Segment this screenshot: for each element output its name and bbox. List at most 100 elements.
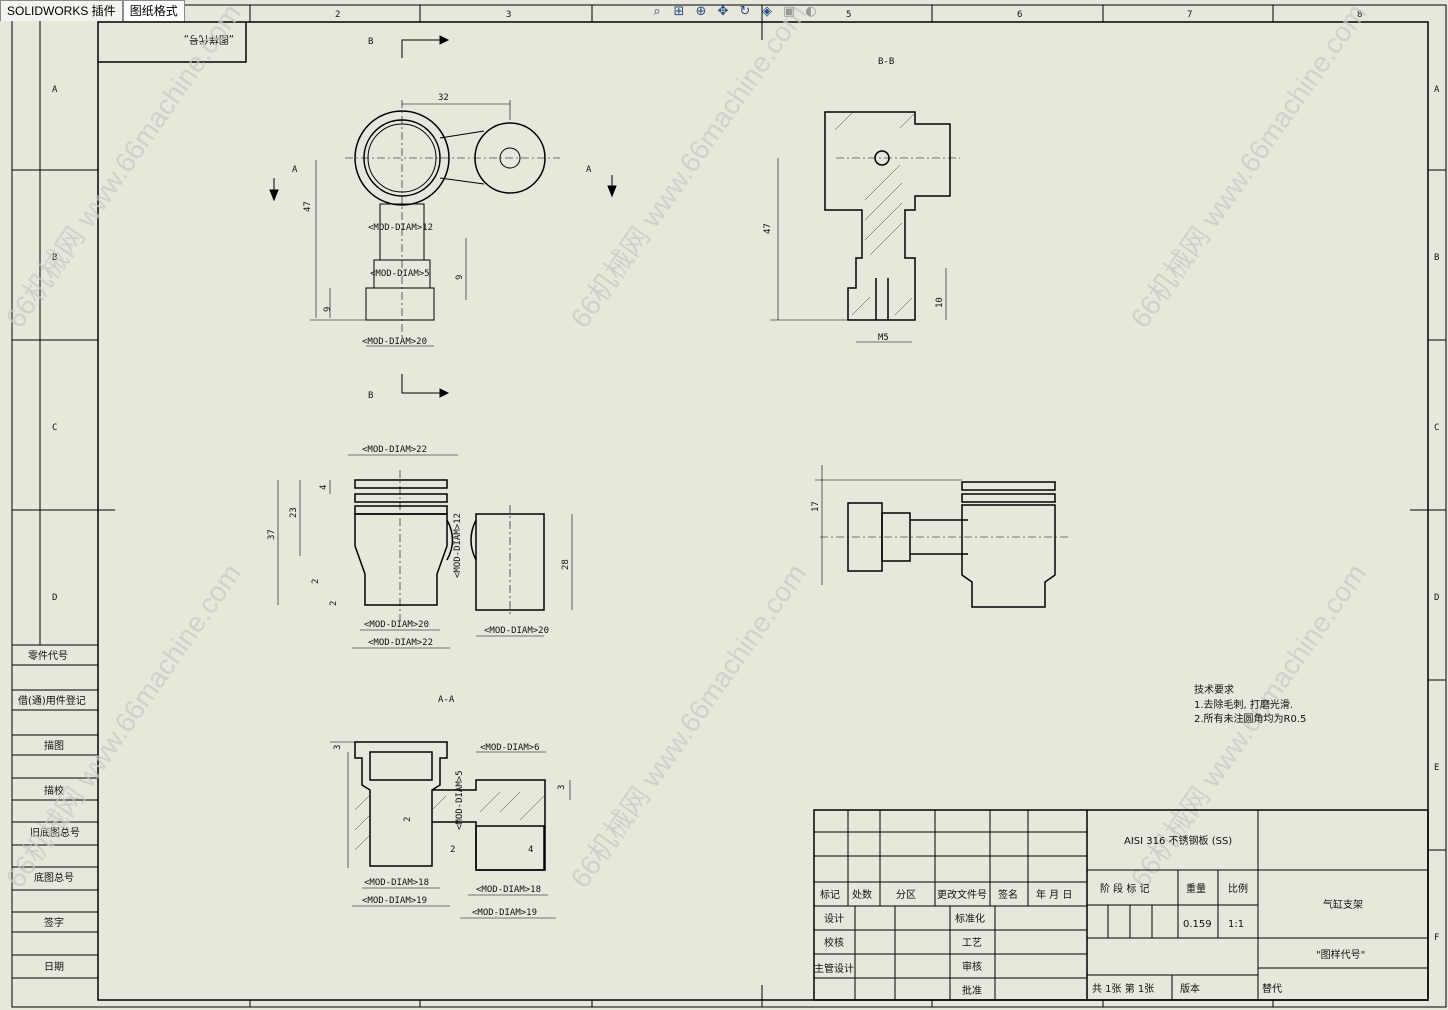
drawing-number-label: „图样代号„ — [184, 33, 234, 46]
row-check: 校核 — [824, 936, 844, 949]
dim-diam-20: <MOD-DIAM>20 — [362, 337, 427, 347]
section-label-b-top: B — [368, 37, 373, 47]
dim-diam-12b: <MOD-DIAM>12 — [453, 513, 463, 578]
col-header-sign: 签名 — [998, 888, 1018, 901]
section-aa-hatch — [354, 791, 545, 851]
watermark-layer: 66机械网 www.66machine.com 66机械网 www.66mach… — [0, 0, 1372, 893]
dim-23: 23 — [289, 507, 299, 518]
pan-icon[interactable]: ✥ — [717, 4, 729, 19]
inner-frame — [97, 21, 1429, 1001]
row-chief-design: 主管设计 — [814, 962, 854, 975]
col-header-date: 年 月 日 — [1036, 888, 1072, 901]
title-weight-label: 重量 — [1186, 882, 1206, 895]
dim-9b: 9 — [455, 275, 465, 280]
watermark-4: 66机械网 www.66machine.com — [0, 558, 247, 893]
dim-47: 47 — [303, 201, 313, 212]
row-process: 工艺 — [962, 937, 982, 949]
outer-frame — [11, 4, 1447, 1008]
zone-letter-e-right: E — [1434, 763, 1439, 773]
dim-3a: 3 — [333, 745, 343, 750]
dim-diam-19a: <MOD-DIAM>19 — [362, 896, 427, 906]
dim-2a: 2 — [311, 579, 321, 584]
col-header-mark: 标记 — [820, 889, 840, 901]
section-bb-dims — [770, 157, 960, 343]
section-label-a-right: A — [586, 165, 592, 175]
render-icon[interactable]: ◈ — [762, 4, 772, 19]
view-aa-title: A-A — [438, 695, 455, 705]
title-scale-value: 1:1 — [1228, 919, 1244, 930]
dim-17: 17 — [811, 501, 821, 512]
drawing-number-box — [98, 22, 247, 63]
view-settings-icon[interactable]: ◐ — [805, 4, 817, 19]
dim-47b: 47 — [763, 223, 773, 234]
zone-letter-b-right: B — [1434, 253, 1439, 263]
title-part-name: 气缸支架 — [1323, 898, 1363, 911]
title-replace: 替代 — [1262, 982, 1282, 995]
tech-notes-line1: 1.去除毛刺, 打磨光滑. — [1194, 698, 1293, 711]
dim-2c: 2 — [403, 817, 413, 822]
dim-diam-20b: <MOD-DIAM>20 — [364, 620, 429, 630]
title-scale-label: 比例 — [1228, 882, 1248, 895]
zoom-area-icon[interactable]: ⊞ — [673, 4, 685, 19]
zone-number-6: 6 — [1017, 10, 1022, 20]
zone-letter-c-right: C — [1434, 423, 1439, 433]
left-register-table — [12, 664, 98, 979]
dim-2b: 2 — [329, 601, 339, 606]
section-bb-hatch — [834, 112, 915, 316]
section-arrows-b — [269, 35, 617, 398]
tab-sheet-format[interactable]: 图纸格式 — [122, 0, 185, 21]
title-material: AISI 316 不锈钢板 (SS) — [1124, 834, 1232, 847]
dim-37: 37 — [267, 529, 277, 540]
view-bb-title: B-B — [878, 57, 894, 67]
zoom-in-out-icon[interactable]: ⊕ — [695, 4, 707, 19]
watermark-5: 66机械网 www.66machine.com — [565, 558, 813, 893]
top-zone-ticks — [249, 5, 1274, 1007]
tab-solidworks-plugin[interactable]: SOLIDWORKS 插件 — [0, 0, 123, 21]
watermark-3: 66机械网 www.66machine.com — [1125, 0, 1373, 333]
zone-letter-b: B — [52, 253, 57, 263]
title-block-grid — [813, 809, 1429, 1001]
front-view-dims — [277, 454, 573, 649]
dim-diam-6: <MOD-DIAM>6 — [480, 743, 540, 753]
top-view-dims — [310, 100, 511, 347]
row-review: 审核 — [962, 960, 982, 973]
dim-diam-20c: <MOD-DIAM>20 — [484, 626, 549, 636]
zone-letter-a: A — [52, 85, 58, 95]
zone-letter-d: D — [52, 593, 57, 603]
row-approve: 批准 — [962, 984, 982, 997]
dim-diam-5: <MOD-DIAM>5 — [370, 269, 430, 279]
dim-10: 10 — [935, 297, 945, 308]
section-label-a-left: A — [292, 165, 298, 175]
register-date: 日期 — [44, 961, 64, 973]
title-version: 版本 — [1180, 982, 1200, 995]
dim-diam-18a: <MOD-DIAM>18 — [364, 878, 429, 888]
rotate-icon[interactable]: ↻ — [739, 4, 751, 19]
dim-32: 32 — [438, 93, 449, 103]
register-old-number: 旧底图总号 — [30, 826, 80, 839]
register-part-code: 零件代号 — [28, 650, 68, 662]
tech-notes-line2: 2.所有未注圆角均为R0.5 — [1194, 712, 1306, 725]
dim-28: 28 — [561, 559, 571, 570]
title-drawing-code: "图样代号" — [1316, 948, 1365, 961]
register-borrow: 借(通)用件登记 — [18, 694, 86, 707]
col-header-count: 处数 — [852, 888, 872, 901]
zone-letter-a-right: A — [1434, 85, 1440, 95]
dim-3b: 3 — [557, 785, 567, 790]
zone-letter-c: C — [52, 423, 57, 433]
zoom-to-fit-icon[interactable]: ⌕ — [653, 4, 661, 19]
section-bb-view — [824, 111, 951, 321]
row-standardize: 标准化 — [955, 912, 985, 925]
view-toolbar: ⌕ ⊞ ⊕ ✥ ↻ ◈ ▣ ◐ — [648, 3, 820, 21]
dim-9a: 9 — [323, 307, 333, 312]
section-label-b-bottom: B — [368, 391, 373, 401]
title-weight-value: 0.159 — [1183, 919, 1212, 930]
section-aa-view — [354, 741, 546, 871]
zone-number-8: 8 — [1357, 10, 1362, 20]
dim-diam-22a: <MOD-DIAM>22 — [362, 445, 427, 455]
display-style-icon[interactable]: ▣ — [782, 4, 796, 19]
register-trace: 描图 — [44, 739, 64, 752]
zone-number-2: 2 — [335, 10, 340, 20]
dim-diam-12: <MOD-DIAM>12 — [368, 223, 433, 233]
dim-4b: 4 — [528, 845, 533, 855]
